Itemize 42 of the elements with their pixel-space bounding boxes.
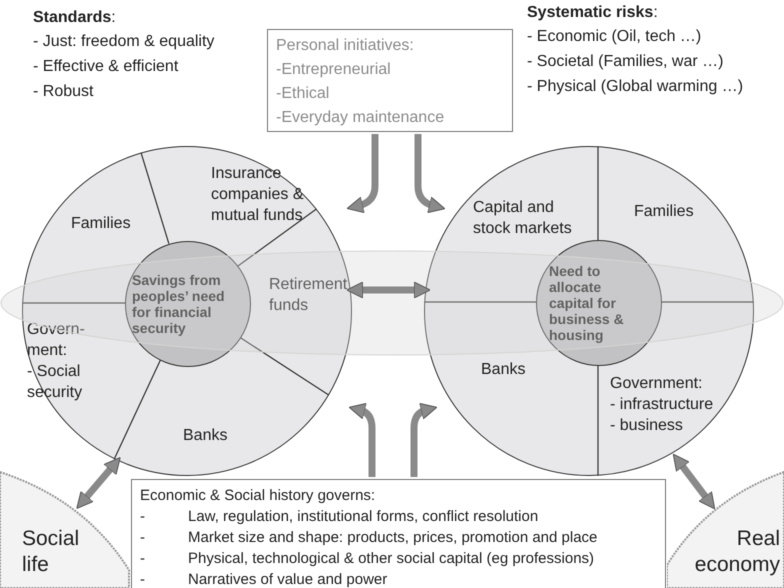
list-item: - Effective & efficient <box>33 57 178 77</box>
sector-label: Families <box>71 213 161 234</box>
sector-label: Banks <box>183 425 263 446</box>
sector-label: Capital and stock markets <box>473 197 583 239</box>
bullet-dash: - <box>140 528 146 548</box>
arrow <box>672 454 716 510</box>
arrow <box>346 134 378 213</box>
list-item: - Physical (Global warming …) <box>527 77 744 97</box>
box-heading: Personal initiatives: <box>276 36 415 56</box>
arrow <box>76 457 121 509</box>
box-heading: Economic & Social history governs: <box>140 486 376 506</box>
text-box <box>267 29 513 132</box>
text-box <box>131 479 666 588</box>
list-item: - Economic (Oil, tech …) <box>527 27 702 47</box>
circle-label: Savings from peoples’ need for financial security <box>132 272 226 336</box>
arrow <box>346 282 431 298</box>
bullet-dash: - <box>140 549 146 569</box>
region-label: Real economy <box>694 526 780 578</box>
list-item: Physical, technological & other social capital (eg professions) <box>188 549 594 569</box>
list-item: Market size and shape: products, prices, promotion and place <box>188 528 598 548</box>
list-item: -Entrepreneurial <box>276 60 392 80</box>
sector-label: Retirement funds <box>269 274 359 316</box>
bullet-dash: - <box>140 507 146 527</box>
sector-label: Families <box>634 201 724 222</box>
list-item: -Ethical <box>276 84 330 104</box>
sector-label: Insurance companies & mutual funds <box>211 163 351 226</box>
region-label: Social life <box>22 526 80 578</box>
circle-label: Need to allocate capital for business & housing <box>549 263 625 343</box>
arrow <box>410 403 438 477</box>
arrow <box>348 403 376 477</box>
list-item: - Just: freedom & equality <box>33 32 214 52</box>
list-item: - Societal (Families, war …) <box>527 52 724 72</box>
list-item: Law, regulation, institutional forms, conflict resolution <box>188 507 538 527</box>
list-item: Narratives of value and power <box>188 570 388 588</box>
bullet-dash: - <box>140 570 146 588</box>
heading: Standards: <box>33 8 116 28</box>
list-item: -Everyday maintenance <box>276 108 446 128</box>
sector-label: Banks <box>481 359 561 380</box>
sector-label: Government: - infrastructure - business <box>610 373 750 436</box>
arrow <box>414 134 446 213</box>
heading: Systematic risks: <box>527 3 658 23</box>
list-item: - Robust <box>33 82 94 102</box>
